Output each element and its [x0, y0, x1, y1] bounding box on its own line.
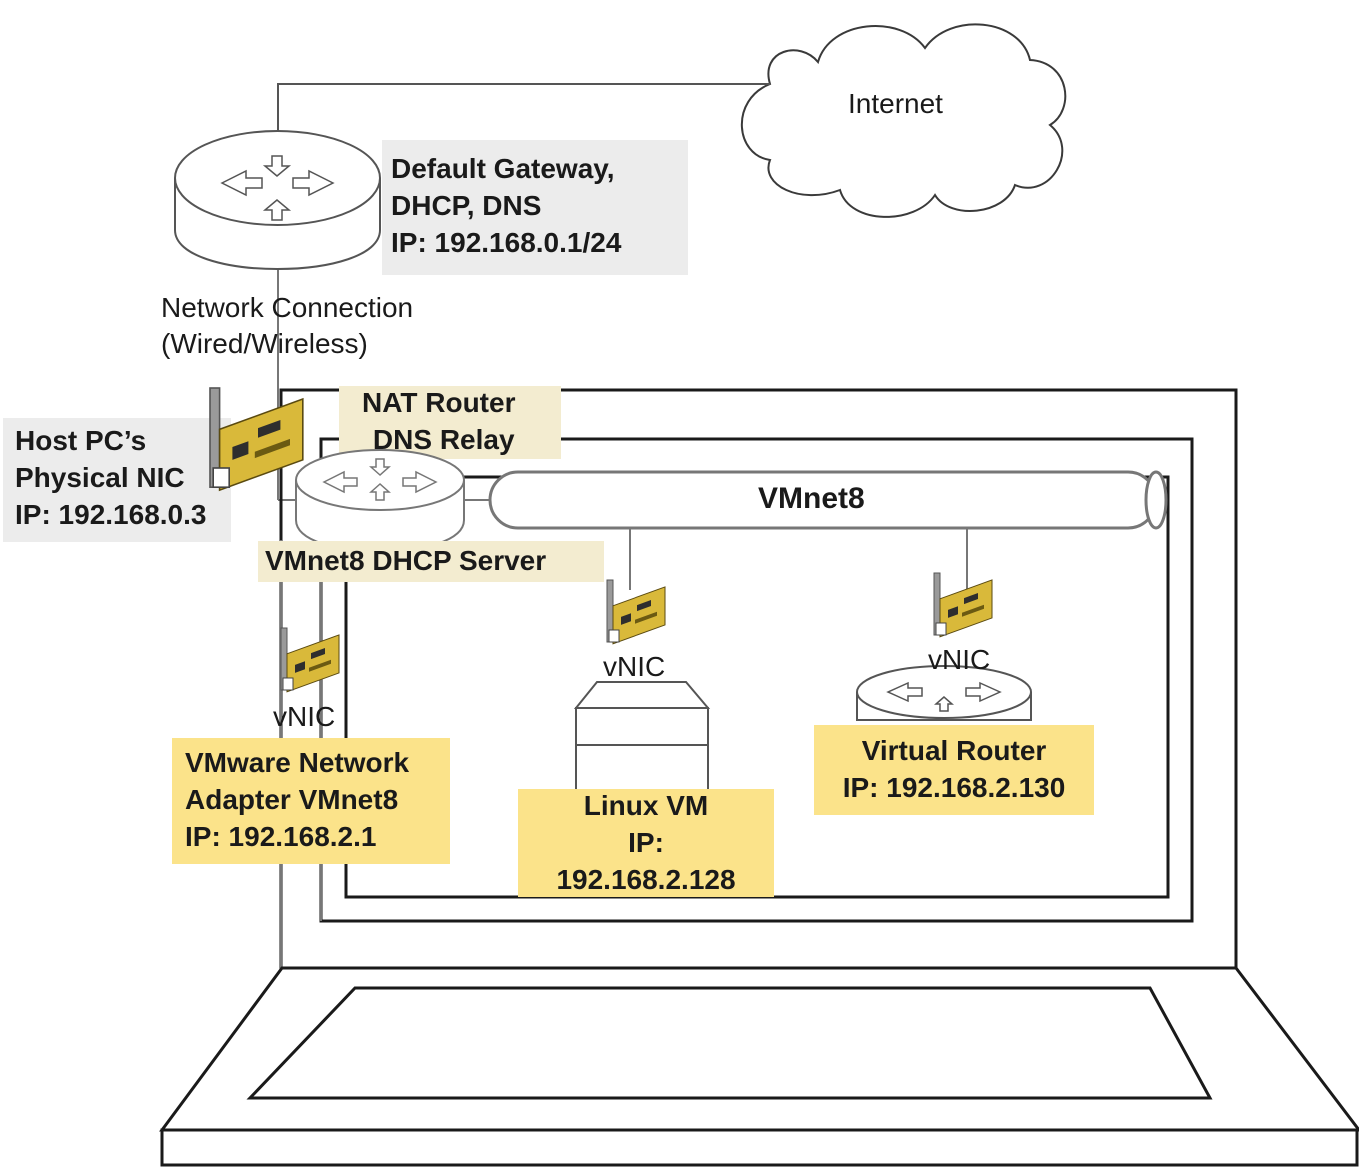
- virtual-router-label: Virtual Router IP: 192.168.2.130: [842, 735, 1066, 803]
- internet-label: Internet: [848, 88, 943, 119]
- virtual-router-icon: [856, 665, 1032, 721]
- router-vnic-label: vNIC: [928, 644, 991, 675]
- linux-vm-label: Linux VM IP: 192.168.2.128: [556, 790, 736, 895]
- host-vnic-label: vNIC: [273, 701, 336, 732]
- host-nic-label: Host PC’s Physical NIC IP: 192.168.0.3: [15, 425, 207, 530]
- nat-router-icon: [295, 449, 465, 553]
- router-vnic-icon: [933, 572, 993, 638]
- linux-vnic-icon: [606, 579, 666, 645]
- gateway-label: Default Gateway, DHCP, DNS IP: 192.168.0…: [391, 153, 622, 258]
- vmnet8-switch-tube: [488, 470, 1168, 530]
- laptop-base: [159, 966, 1359, 1167]
- nat-router-label: NAT Router DNS Relay: [362, 387, 516, 455]
- gateway-router-icon: [174, 130, 381, 270]
- vmnet8-label: VMnet8: [758, 482, 865, 515]
- linux-vnic-label: vNIC: [603, 651, 666, 682]
- vmware-adapter-label: VMware Network Adapter VMnet8 IP: 192.16…: [185, 747, 410, 852]
- internet-cloud: [740, 23, 1067, 218]
- host-vnic-icon: [280, 627, 340, 693]
- host-physical-nic-icon: [209, 387, 304, 491]
- dhcp-server-label: VMnet8 DHCP Server: [265, 545, 547, 576]
- network-connection-label: Network Connection (Wired/Wireless): [161, 292, 414, 359]
